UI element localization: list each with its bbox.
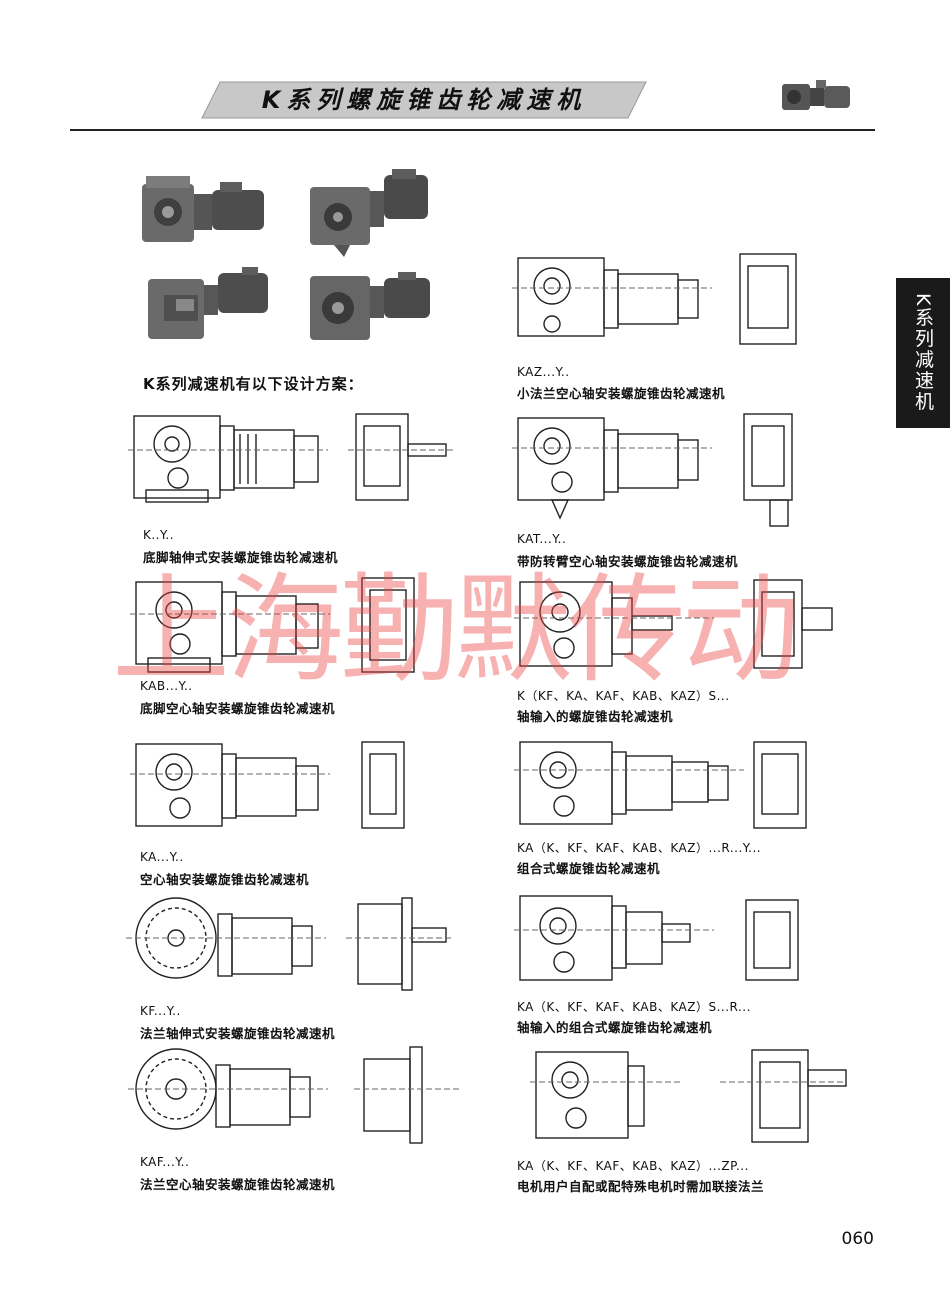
drawing-ka-y — [130, 741, 405, 829]
drawing-kat-y — [512, 413, 793, 527]
variant-desc: 小法兰空心轴安装螺旋锥齿轮减速机 — [517, 386, 726, 401]
page-title: K系列螺旋锥齿轮减速机 — [261, 86, 587, 114]
page-number: 060 — [841, 1229, 874, 1249]
intro-text: K系列减速机有以下设计方案： — [143, 375, 364, 393]
drawing-kaf-y — [128, 1046, 460, 1144]
variant-code: KA（K、KF、KAF、KAB、KAZ）...ZP... — [517, 1159, 749, 1173]
header-rule — [70, 129, 875, 131]
variant-code: KAB...Y.. — [140, 679, 193, 693]
variant-code: KA（K、KF、KAF、KAB、KAZ）S...R... — [517, 1000, 751, 1014]
variant-desc: 法兰轴伸式安装螺旋锥齿轮减速机 — [140, 1026, 336, 1041]
drawing-kab-y — [130, 577, 415, 673]
variant-code: KAT...Y.. — [517, 532, 567, 546]
drawing-k-y — [128, 413, 453, 503]
product-photo-k-foot — [142, 176, 264, 242]
variant-code: KAZ...Y.. — [517, 365, 570, 379]
drawing-ka-s-r — [514, 895, 799, 981]
variant-desc: 底脚轴伸式安装螺旋锥齿轮减速机 — [143, 550, 339, 565]
variant-desc: 底脚空心轴安装螺旋锥齿轮减速机 — [140, 701, 336, 716]
drawing-kaz-y — [512, 253, 797, 345]
side-tab: K系列减速机 — [896, 278, 950, 428]
variant-desc: 轴输入的组合式螺旋锥齿轮减速机 — [517, 1020, 713, 1035]
variant-desc: 轴输入的螺旋锥齿轮减速机 — [517, 709, 674, 724]
product-photo-kf — [310, 272, 430, 340]
variant-desc: 法兰空心轴安装螺旋锥齿轮减速机 — [140, 1177, 336, 1192]
drawing-ka-zp — [530, 1049, 847, 1143]
title-banner-shape — [201, 81, 647, 119]
variant-desc: 组合式螺旋锥齿轮减速机 — [517, 861, 661, 876]
header-reducer-photo — [782, 80, 850, 110]
variant-desc: 带防转臂空心轴安装螺旋锥齿轮减速机 — [517, 554, 739, 569]
product-photo-ka — [148, 267, 268, 339]
variant-desc: 空心轴安装螺旋锥齿轮减速机 — [140, 872, 310, 887]
variant-code: KA（K、KF、KAF、KAB、KAZ）...R...Y... — [517, 841, 762, 855]
title-banner: K系列螺旋锥齿轮减速机 — [200, 80, 648, 120]
variant-code: KA...Y.. — [140, 850, 184, 864]
variant-desc: 电机用户自配或配特殊电机时需加联接法兰 — [517, 1179, 765, 1194]
drawing-k-s — [514, 579, 833, 669]
variant-code: KF...Y.. — [140, 1004, 181, 1018]
variant-code: KAF...Y.. — [140, 1155, 190, 1169]
variant-code: K（KF、KA、KAF、KAB、KAZ）S... — [517, 689, 730, 703]
drawing-kf-y — [126, 897, 454, 991]
product-photo-kab — [310, 169, 428, 257]
variant-code: K..Y.. — [143, 528, 175, 542]
drawing-ka-r-y — [514, 741, 807, 829]
